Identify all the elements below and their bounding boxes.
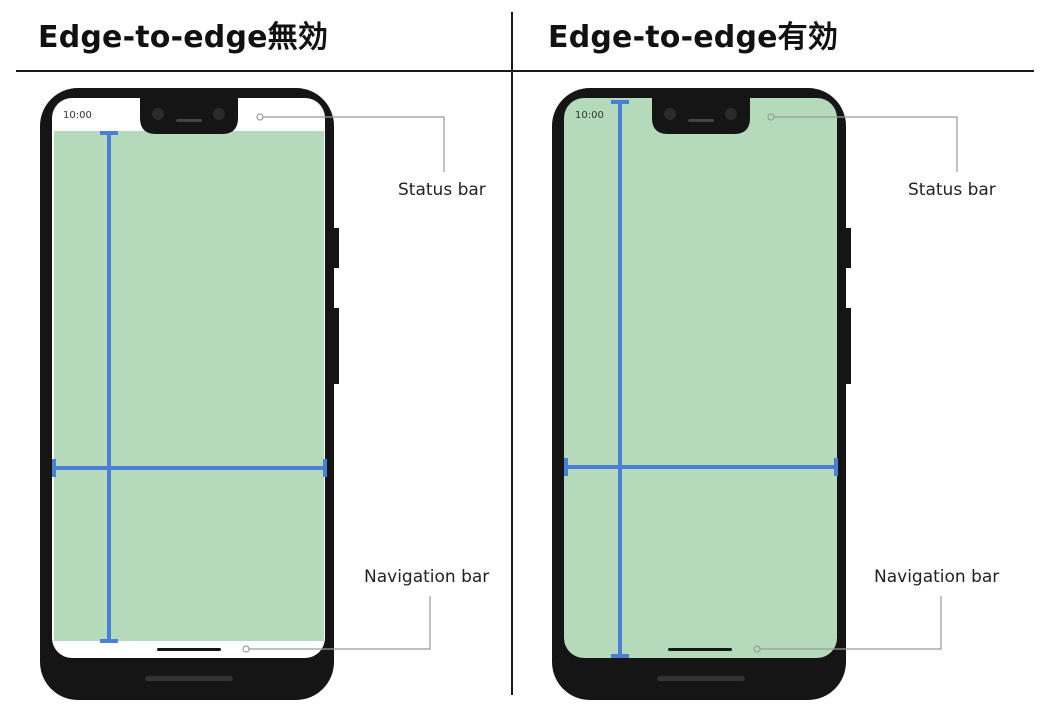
left-status-pointer-dot — [256, 113, 264, 121]
left-status-leader-line — [263, 116, 445, 172]
right-speaker-grille — [688, 119, 714, 122]
right-camera-icon — [664, 108, 676, 120]
left-notch — [140, 98, 238, 134]
column-divider — [511, 12, 513, 695]
right-status-clock: 10:00 — [575, 110, 604, 121]
left-status-bar-label: Status bar — [398, 180, 486, 200]
left-nav-pointer-dot — [242, 645, 250, 653]
left-title: Edge-to-edge無効 — [38, 20, 329, 55]
left-bottom-speaker — [145, 676, 233, 681]
header-divider — [16, 70, 1034, 72]
right-phone-side-button — [846, 228, 851, 268]
right-notch — [652, 98, 750, 134]
left-navigation-bar-label: Navigation bar — [364, 567, 490, 587]
right-nav-pointer-dot — [753, 645, 761, 653]
left-phone-side-button — [334, 228, 339, 268]
right-status-bar-label: Status bar — [908, 180, 996, 200]
left-speaker-grille — [176, 119, 202, 122]
right-status-leader-line — [774, 116, 958, 172]
left-gesture-handle — [157, 648, 221, 651]
left-nav-leader-line — [249, 596, 431, 650]
right-navigation-bar-label: Navigation bar — [874, 567, 1000, 587]
right-phone-volume-button — [846, 308, 851, 384]
right-phone — [552, 88, 958, 700]
left-content-area — [54, 131, 324, 641]
right-nav-leader-line — [760, 596, 942, 650]
left-camera-icon — [152, 108, 164, 120]
right-gesture-handle — [668, 648, 732, 651]
right-bottom-speaker — [657, 676, 745, 681]
right-title: Edge-to-edge有効 — [548, 20, 839, 55]
left-sensor-icon — [213, 108, 225, 120]
left-phone-volume-button — [334, 308, 339, 384]
left-status-clock: 10:00 — [63, 110, 92, 121]
left-phone — [40, 88, 445, 700]
right-sensor-icon — [725, 108, 737, 120]
right-status-pointer-dot — [767, 113, 775, 121]
right-content-area — [564, 98, 837, 658]
